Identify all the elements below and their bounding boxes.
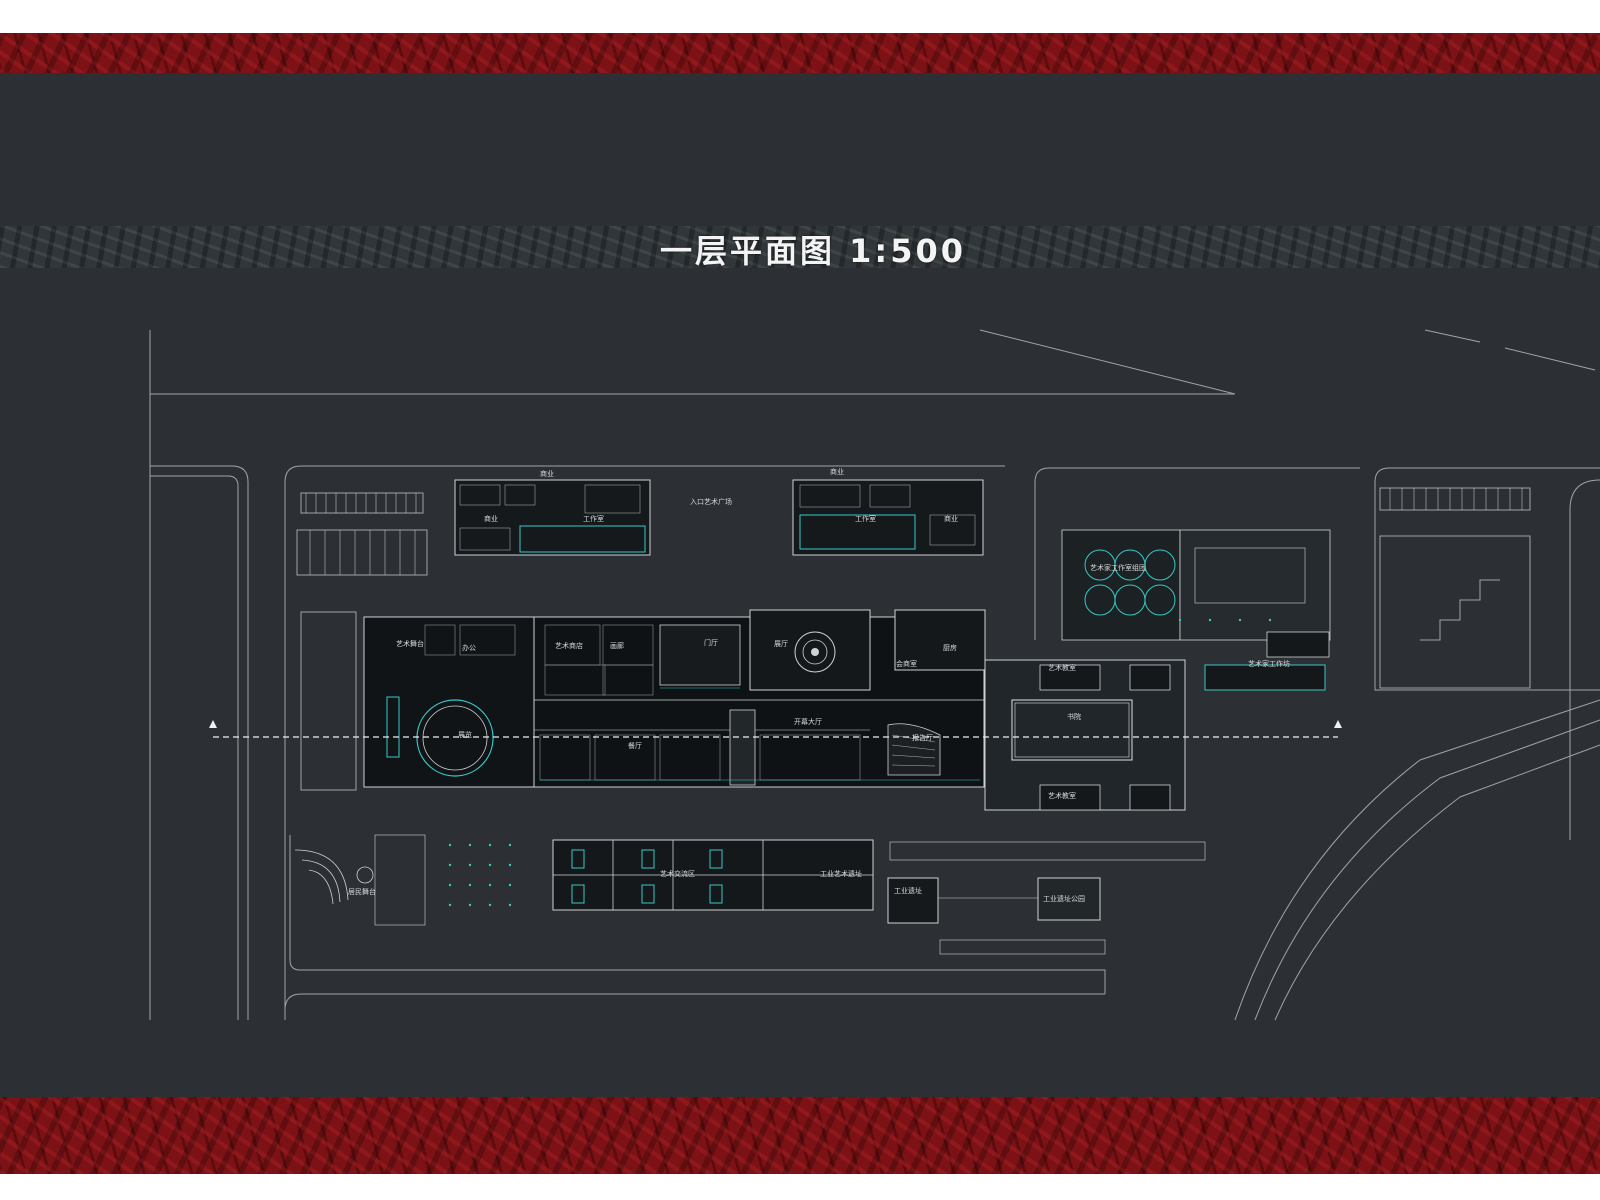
site-lines bbox=[149, 329, 1600, 1021]
south-blocks bbox=[294, 834, 1206, 955]
label-art-stage: 艺术舞台 bbox=[396, 639, 424, 648]
label-art-classroom-2: 艺术教室 bbox=[1048, 791, 1076, 800]
label-garden: 书院 bbox=[1067, 712, 1081, 721]
label-office: 办公 bbox=[462, 643, 476, 652]
label-gallery: 画廊 bbox=[610, 641, 624, 650]
label-art-classroom-1: 艺术教室 bbox=[1048, 663, 1076, 672]
label-shop-2: 商业 bbox=[830, 467, 844, 476]
decorative-band-top bbox=[0, 33, 1600, 73]
main-building bbox=[363, 609, 986, 788]
north-commercial-blocks bbox=[454, 479, 984, 556]
label-lobby: 门厅 bbox=[704, 638, 718, 647]
artist-studio-complex bbox=[1061, 529, 1331, 691]
label-folk-stage: 居民舞台 bbox=[348, 887, 376, 896]
label-theater: 报告厅 bbox=[912, 733, 933, 742]
label-art-shop: 艺术商店 bbox=[555, 641, 583, 650]
label-industrial-park: 工业遗址公园 bbox=[1043, 894, 1085, 903]
label-kitchen: 厨房 bbox=[943, 643, 957, 652]
label-entrance-plaza: 入口艺术广场 bbox=[690, 497, 732, 506]
label-opening-hall: 开幕大厅 bbox=[794, 717, 822, 726]
label-artist-studio: 艺术家工作坊 bbox=[1248, 659, 1290, 668]
section-axis bbox=[209, 720, 1342, 738]
label-studio-2: 工作室 bbox=[855, 514, 876, 523]
column-grid bbox=[448, 618, 1272, 907]
title-strip bbox=[0, 226, 1600, 268]
plan-labels: 商业 商业 商业 商业 工作室 工作室 入口艺术广场 艺术舞台 办公 艺术商店 … bbox=[348, 467, 1290, 903]
label-shop-1: 商业 bbox=[540, 469, 554, 478]
parking-stalls bbox=[305, 488, 1523, 575]
label-exhibition: 展览 bbox=[458, 730, 472, 739]
label-industrial-ruins: 工业遗址 bbox=[894, 886, 922, 895]
label-industrial-relic: 工业艺术遗址 bbox=[820, 869, 862, 878]
label-shop-west: 商业 bbox=[484, 514, 498, 523]
decorative-band-bottom bbox=[0, 1097, 1600, 1174]
label-shop-east: 商业 bbox=[944, 514, 958, 523]
label-art-exchange: 艺术交流区 bbox=[660, 869, 695, 878]
label-exhibition-hall: 展厅 bbox=[774, 640, 788, 648]
garden-block bbox=[984, 659, 1186, 811]
page-title: 一层平面图 1:500 bbox=[660, 232, 967, 270]
label-meeting-room: 会商室 bbox=[896, 659, 917, 668]
label-artist-studio-complex: 艺术家工作室组团 bbox=[1090, 563, 1146, 572]
label-studio-1: 工作室 bbox=[583, 514, 604, 523]
label-restaurant: 餐厅 bbox=[628, 741, 642, 750]
